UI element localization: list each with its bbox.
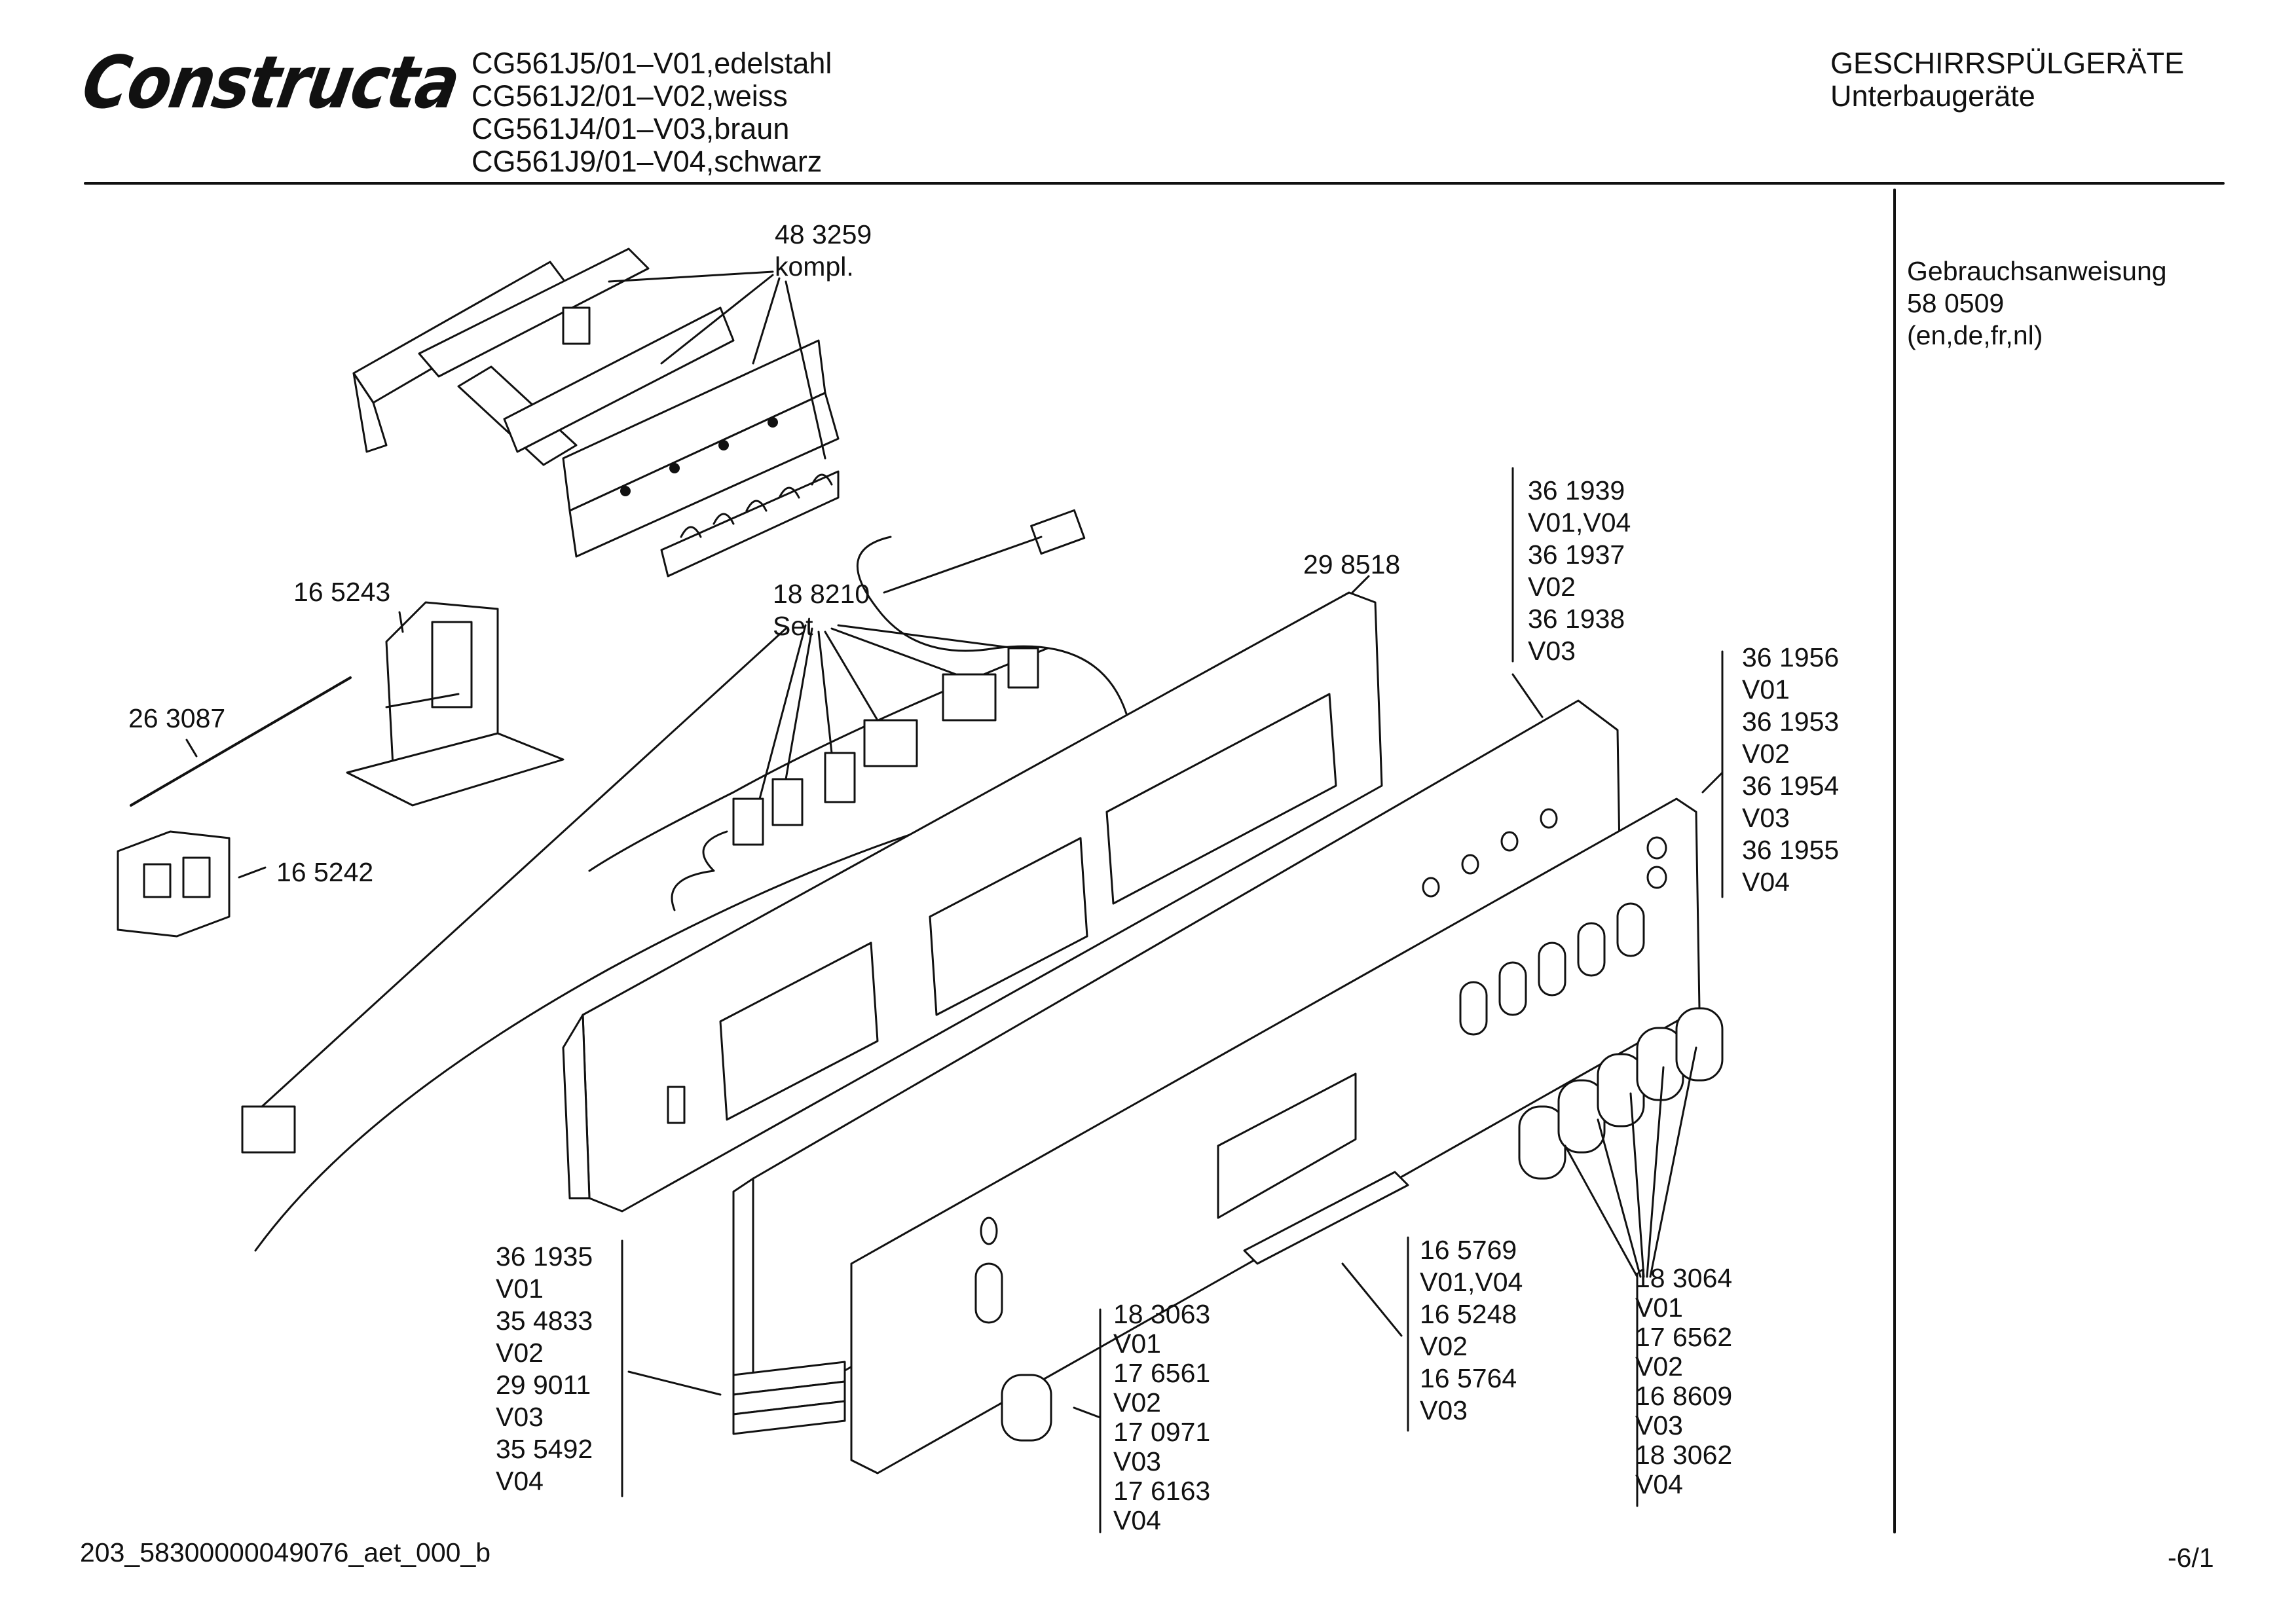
- category-subtitle: Unterbaugeräte: [1830, 79, 2035, 113]
- part-number: 36 1954: [1742, 771, 1840, 801]
- variant: V02: [1528, 572, 1576, 602]
- variant: V01: [496, 1273, 544, 1304]
- part-number: 48 3259: [775, 219, 872, 249]
- model-line: CG561J2/01–V02,weiss: [472, 79, 788, 113]
- leader-line-165242: [238, 866, 267, 879]
- variant: V03: [1420, 1395, 1468, 1425]
- variant: V01: [1635, 1292, 1683, 1323]
- part-number: 36 1953: [1742, 706, 1840, 737]
- part-number: 35 5492: [496, 1434, 593, 1464]
- part-label-263087: 26 3087: [128, 703, 226, 733]
- variant: V02: [1113, 1387, 1161, 1418]
- part-label-361956: 36 1956 V01 36 1953 V02 36 1954 V03 36 1…: [1742, 642, 1839, 898]
- part-number: 18 8210: [773, 579, 870, 609]
- part-number: 17 6562: [1635, 1322, 1733, 1352]
- part-label-183063: 18 3063 V01 17 6561 V02 17 0971 V03 17 6…: [1113, 1300, 1210, 1535]
- part-label-165243: 16 5243: [293, 577, 391, 607]
- spacer-plates-drawing: [732, 1361, 846, 1435]
- variant: V02: [1420, 1331, 1468, 1361]
- leader-lines-483259: [608, 270, 826, 460]
- category-title: GESCHIRRSPÜLGERÄTE: [1830, 46, 2185, 80]
- part-label-183064: 18 3064 V01 17 6562 V02 16 8609 V03 18 3…: [1635, 1264, 1732, 1499]
- leader-line-361956: [1701, 771, 1724, 794]
- part-label-298518: 29 8518: [1303, 549, 1401, 579]
- main-switch-button-drawing: [1001, 1374, 1052, 1442]
- manual-title: Gebrauchsanweisung: [1907, 256, 2167, 286]
- variant: V01,V04: [1420, 1267, 1523, 1297]
- part-number: 35 4833: [496, 1306, 593, 1336]
- part-number: 36 1935: [496, 1241, 593, 1272]
- leader-line-183063: [1073, 1406, 1102, 1419]
- part-number: 17 6561: [1113, 1358, 1211, 1388]
- door-switch-drawing: [346, 601, 565, 807]
- carrier-frame-drawing: [562, 591, 1383, 1213]
- label-brackets: [621, 467, 1724, 1533]
- variant: V02: [1742, 739, 1790, 769]
- part-number: 16 5248: [1420, 1299, 1517, 1329]
- rod-263087: [130, 676, 352, 807]
- part-number: 18 3064: [1635, 1263, 1733, 1293]
- leader-line-263087: [185, 739, 198, 758]
- electronic-module-drawing: [352, 247, 840, 577]
- leader-line-361935: [627, 1370, 722, 1396]
- part-label-165769: 16 5769 V01,V04 16 5248 V02 16 5764 V03: [1420, 1234, 1523, 1427]
- manual-number: 58 0509: [1907, 288, 2005, 318]
- part-number: 36 1939: [1528, 475, 1625, 505]
- part-label-361935: 36 1935 V01 35 4833 V02 29 9011 V03 35 5…: [496, 1241, 593, 1497]
- variant: V03: [1742, 803, 1790, 833]
- variant: V02: [496, 1338, 544, 1368]
- model-list: CG561J5/01–V01,edelstahl CG561J2/01–V02,…: [472, 47, 832, 178]
- variant: V04: [1113, 1505, 1161, 1535]
- variant: V04: [1635, 1469, 1683, 1499]
- leader-line-165769: [1341, 1262, 1403, 1337]
- document-id: 203_58300000049076_aet_000_b: [80, 1537, 491, 1567]
- door-lock-drawing: [117, 830, 231, 938]
- variant: V03: [1528, 636, 1576, 666]
- part-number: 18 3062: [1635, 1440, 1733, 1470]
- model-line: CG561J5/01–V01,edelstahl: [472, 46, 832, 80]
- part-label-361939: 36 1939 V01,V04 36 1937 V02 36 1938 V03: [1528, 475, 1631, 667]
- leader-lines-183064: [1564, 1046, 1697, 1278]
- leader-line-165243: [398, 611, 404, 633]
- manual-reference: Gebrauchsanweisung 58 0509 (en,de,fr,nl): [1907, 255, 2167, 352]
- part-number: 17 6163: [1113, 1476, 1211, 1506]
- part-number: 18 3063: [1113, 1299, 1211, 1329]
- page-number: -6/1: [2168, 1543, 2214, 1573]
- part-number: 16 8609: [1635, 1381, 1733, 1411]
- variant: V03: [1113, 1446, 1161, 1476]
- part-label-165242: 16 5242: [276, 857, 374, 887]
- variant: V03: [496, 1402, 544, 1432]
- fascia-drawing: [850, 797, 1701, 1475]
- part-number: 36 1938: [1528, 604, 1625, 634]
- leader-line-298518: [1351, 575, 1370, 594]
- variant: V01,V04: [1528, 507, 1631, 538]
- part-note: Set: [773, 611, 813, 641]
- part-label-188210: 18 8210 Set: [773, 578, 870, 642]
- variant: V01: [1742, 674, 1790, 705]
- model-line: CG561J9/01–V04,schwarz: [472, 145, 823, 178]
- part-label-483259: 48 3259 kompl.: [775, 219, 872, 283]
- manual-languages: (en,de,fr,nl): [1907, 320, 2043, 350]
- category-block: GESCHIRRSPÜLGERÄTE Unterbaugeräte: [1830, 47, 2184, 113]
- part-number: 16 5769: [1420, 1235, 1517, 1265]
- part-number: 29 9011: [496, 1370, 591, 1400]
- program-buttons-drawing: [1518, 1007, 1724, 1180]
- leader-line-361939: [1511, 673, 1544, 718]
- part-number: 36 1956: [1742, 642, 1840, 672]
- variant: V02: [1635, 1351, 1683, 1382]
- display-window-drawing: [1243, 1171, 1409, 1265]
- part-number: 36 1937: [1528, 540, 1625, 570]
- part-number: 16 5764: [1420, 1363, 1517, 1393]
- leader-lines-188210: [261, 536, 1043, 1108]
- variant: V01: [1113, 1328, 1161, 1359]
- brand-logo: Constructa: [76, 40, 466, 125]
- part-number: 36 1955: [1742, 835, 1840, 865]
- variant: V04: [1742, 867, 1790, 897]
- model-line: CG561J4/01–V03,braun: [472, 112, 790, 145]
- part-note: kompl.: [775, 251, 854, 282]
- variant: V04: [496, 1466, 544, 1496]
- variant: V03: [1635, 1410, 1683, 1440]
- part-number: 17 0971: [1113, 1417, 1211, 1447]
